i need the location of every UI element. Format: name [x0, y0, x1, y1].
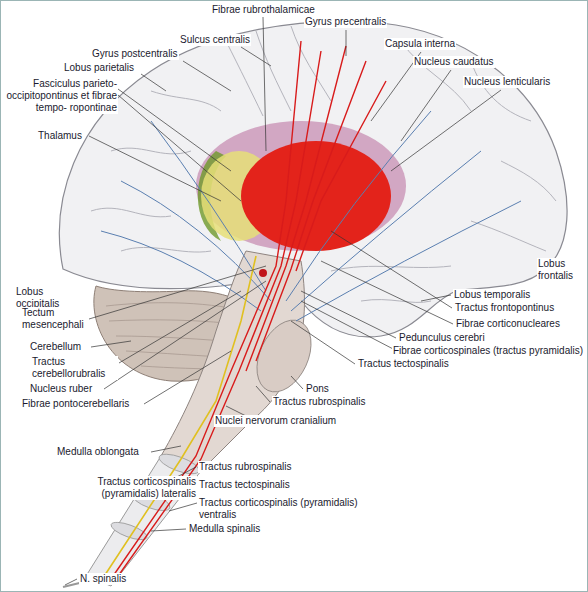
leader-lines — [65, 579, 77, 585]
part-label: Thalamus — [37, 130, 83, 142]
leader-lines — [144, 351, 231, 404]
leader-lines — [321, 261, 453, 324]
part-label: Lobus frontalis — [537, 258, 584, 282]
cerebrum — [151, 91, 221, 111]
part-label: Tectum mesencephali — [21, 307, 88, 331]
leader-lines — [119, 291, 241, 363]
cerebrum — [256, 31, 291, 111]
nerve-tracts — [296, 81, 386, 271]
nerve-tracts — [259, 269, 267, 277]
nerve-tracts — [286, 111, 431, 301]
part-label: Nucleus lenticularis — [463, 76, 551, 88]
cerebrum — [401, 41, 471, 111]
part-label: Pedunculus cerebri — [398, 332, 486, 344]
part-label: Tractus tectospinalis — [198, 479, 291, 491]
leader-lines — [401, 70, 451, 141]
part-label: Medulla spinalis — [188, 523, 261, 535]
leader-lines — [65, 17, 501, 585]
part-label: Tractus rubrospinalis — [198, 461, 292, 473]
cerebrum — [471, 61, 531, 121]
spinal-cord — [157, 450, 201, 478]
leader-lines — [291, 376, 303, 389]
nerve-tracts — [101, 231, 261, 311]
part-label: Tractus corticospinalis (pyramidalis) la… — [73, 476, 197, 500]
basal-ganglia — [196, 121, 406, 251]
leader-lines — [151, 446, 181, 452]
part-label: Tractus tectospinalis — [357, 358, 450, 370]
part-label: Tractus cerebellorubralis — [31, 356, 118, 380]
part-label: Capsula interna — [384, 38, 456, 50]
part-label: Lobus parietalis — [63, 62, 135, 74]
part-label: Tractus rubrospinalis — [272, 396, 366, 408]
leader-lines — [169, 503, 197, 511]
cerebrum — [226, 41, 263, 116]
nerve-tracts — [246, 46, 346, 371]
part-label: Gyrus precentralis — [304, 16, 387, 28]
part-label: Lobus temporalis — [453, 289, 531, 301]
leader-lines — [291, 321, 355, 364]
cerebrum — [471, 221, 546, 251]
cerebrum — [121, 247, 211, 252]
part-label: Tractus frontopontinus — [454, 302, 555, 314]
leader-lines — [91, 341, 131, 347]
part-label: Nucleus caudatus — [413, 56, 495, 68]
part-label: Fibrae pontocerebellaris — [21, 398, 130, 410]
leader-lines — [104, 281, 266, 389]
cerebrum — [91, 26, 556, 302]
leader-lines — [346, 30, 347, 56]
part-label: Tractus corticospinalis (pyramidalis) ve… — [198, 497, 375, 521]
nerve-tracts — [121, 181, 271, 301]
part-label: Gyrus postcentralis — [91, 48, 179, 60]
leader-lines — [301, 301, 397, 351]
cerebrum — [361, 300, 431, 303]
leader-lines — [118, 95, 241, 201]
part-label: Nuclei nervorum cranialium — [214, 415, 337, 427]
leader-lines — [241, 47, 271, 66]
part-label: Medulla oblongata — [56, 446, 140, 458]
leader-lines — [331, 231, 452, 308]
part-label: Fibrae corticonucleares — [455, 318, 561, 330]
leader-lines — [141, 74, 166, 91]
cerebrum — [501, 161, 556, 201]
part-label: Fasciculus parieto- occipitopontinus et … — [4, 78, 118, 114]
nerve-tracts — [256, 61, 366, 361]
cerebrum — [59, 21, 567, 337]
part-label: Sulcus centralis — [179, 34, 251, 46]
leader-lines — [263, 17, 266, 151]
leader-lines — [256, 386, 270, 402]
part-label: N. spinalis — [79, 573, 127, 585]
nerve-tracts — [291, 151, 481, 311]
leader-lines — [151, 529, 186, 531]
spinal-cord — [63, 450, 201, 587]
cerebrum — [59, 21, 567, 337]
leader-lines — [301, 291, 396, 338]
part-label: Pons — [305, 383, 330, 395]
leader-lines — [89, 266, 266, 319]
cerebrum — [91, 208, 171, 217]
part-label: Fibrae corticospinales (tractus pyramida… — [392, 345, 584, 357]
leader-lines — [89, 136, 221, 201]
part-label: Fibrae rubrothalamicae — [211, 4, 316, 16]
part-label: Cerebellum — [29, 341, 82, 353]
part-label: Nucleus ruber — [29, 383, 93, 395]
basal-ganglia — [196, 121, 406, 251]
nerve-tracts — [151, 121, 266, 291]
basal-ganglia — [241, 141, 391, 251]
leader-lines — [183, 61, 231, 91]
leader-lines — [391, 90, 501, 171]
